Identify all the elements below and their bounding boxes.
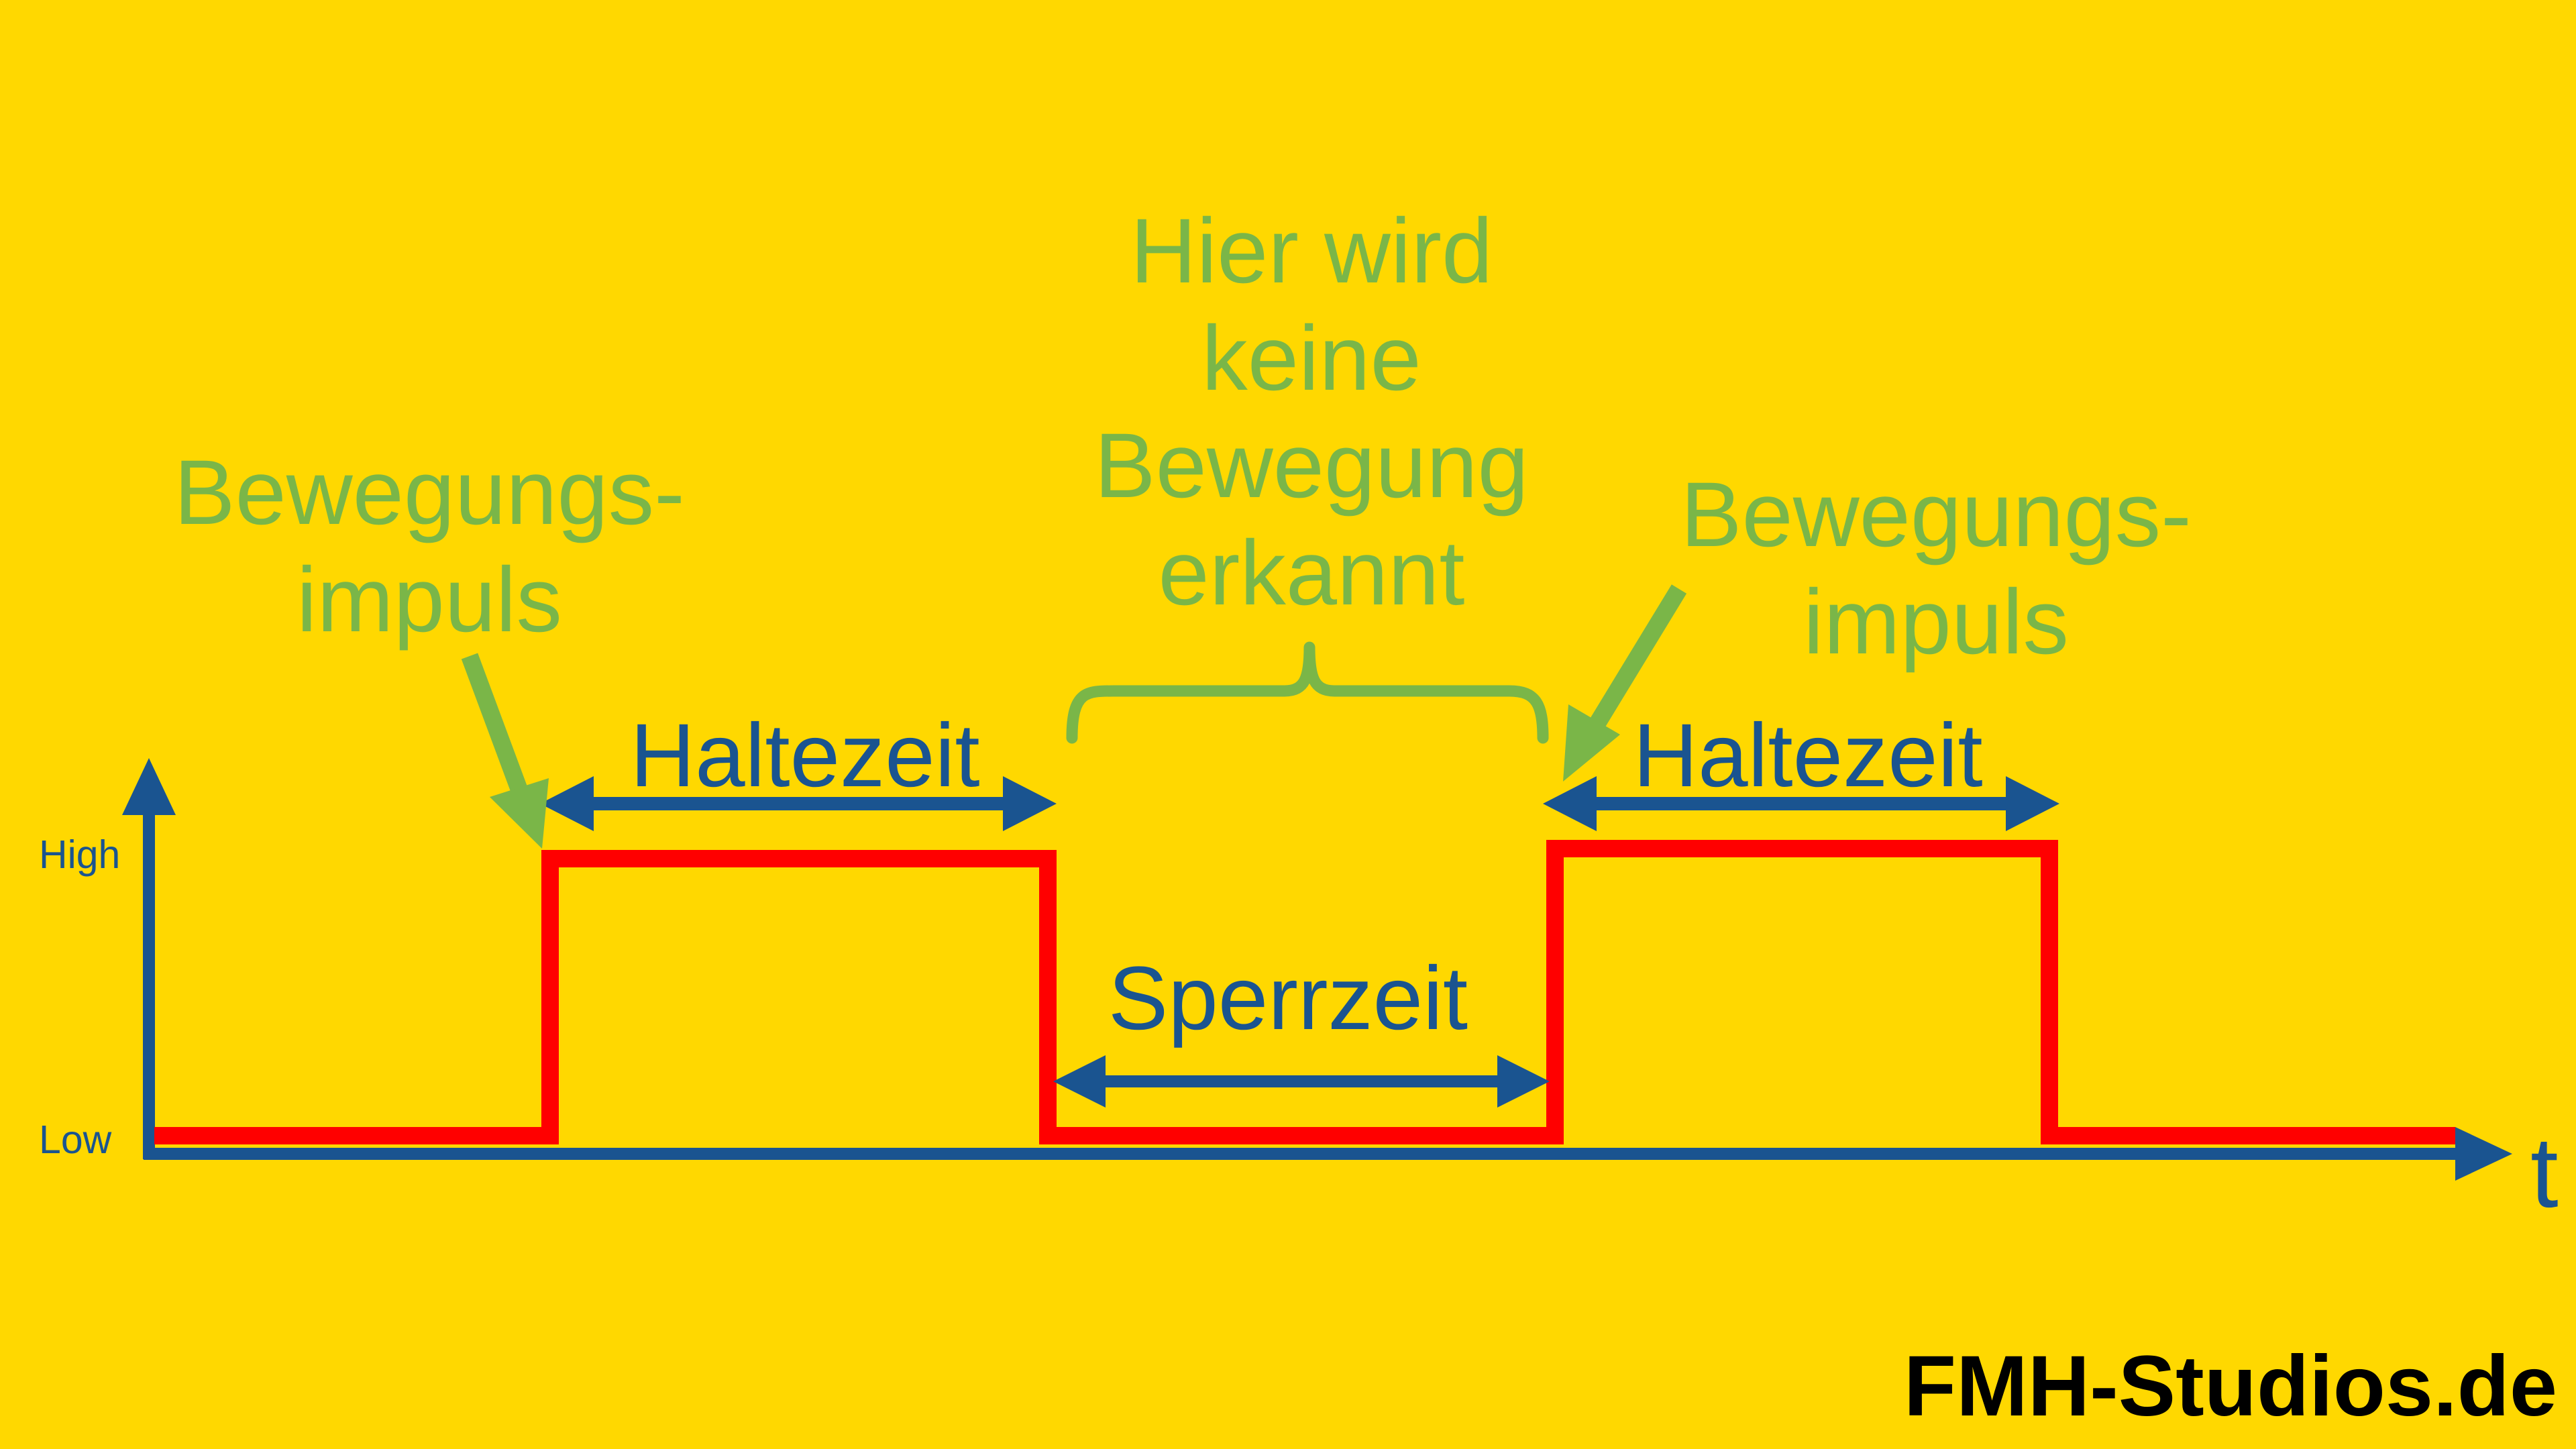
no-motion-line3: Bewegung (1094, 415, 1529, 517)
axis-low-label: Low (39, 1118, 112, 1162)
impulse-right-line1: Bewegungs- (1680, 464, 2192, 566)
impulse-right-line2: impuls (1803, 571, 2069, 674)
hold-time-right-label: Haltezeit (1633, 706, 1983, 806)
no-motion-line4: erkannt (1158, 522, 1465, 625)
no-motion-label: Hier wird keine Bewegung erkannt (1043, 198, 1580, 627)
lock-time-label: Sperrzeit (1108, 949, 1468, 1049)
x-axis (144, 1127, 2512, 1181)
axis-time-label: t (2530, 1116, 2559, 1228)
impulse-left-line2: impuls (297, 549, 562, 651)
brand-watermark: FMH-Studios.de (1903, 1338, 2557, 1434)
no-motion-line1: Hier wird (1130, 200, 1493, 303)
no-motion-line2: keine (1201, 307, 1421, 410)
impulse-left-label: Bewegungs- impuls (161, 439, 698, 654)
hold-time-left-label: Haltezeit (630, 706, 980, 806)
hold-time-right-arrow (1543, 776, 2059, 831)
impulse-right-label: Bewegungs- impuls (1668, 462, 2204, 676)
impulse-left-pointer (461, 653, 549, 849)
axis-high-label: High (39, 833, 121, 877)
y-axis (122, 758, 176, 1159)
lock-time-arrow (1053, 1055, 1550, 1108)
impulse-left-line1: Bewegungs- (174, 441, 685, 544)
signal-waveform (154, 840, 2455, 1144)
hold-time-left-arrow (540, 776, 1057, 831)
impulse-right-pointer (1563, 584, 1687, 782)
no-motion-brace (1066, 641, 1549, 744)
